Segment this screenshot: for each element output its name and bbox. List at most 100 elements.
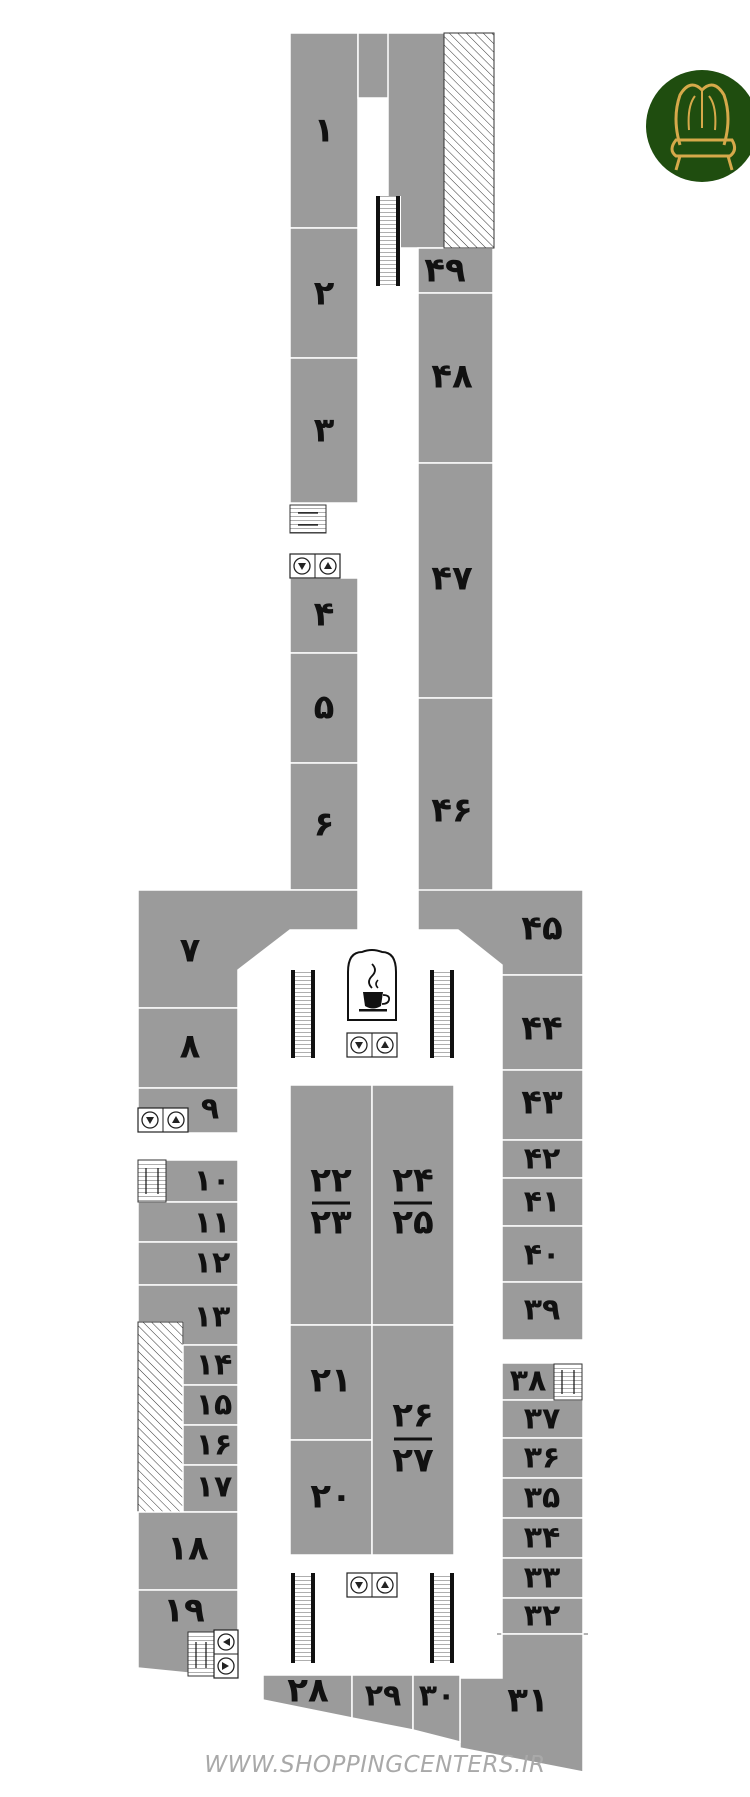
- shop-6[interactable]: ۶: [289, 762, 359, 891]
- shop-43[interactable]: ۴۳: [501, 1069, 584, 1141]
- svg-text:۴۶: ۴۶: [431, 791, 473, 831]
- escalator-bottom-left: [290, 1573, 316, 1663]
- shop-20[interactable]: ۲۰: [289, 1439, 373, 1556]
- svg-text:۵: ۵: [314, 688, 335, 728]
- svg-text:۱۸: ۱۸: [167, 1529, 209, 1569]
- svg-text:۳۷: ۳۷: [524, 1402, 561, 1437]
- stairs-icon-right: [553, 1363, 583, 1401]
- elevator-icon-top: [289, 553, 341, 579]
- shop-31[interactable]: [459, 1633, 584, 1773]
- svg-text:۴۱: ۴۱: [524, 1185, 561, 1220]
- svg-text:۱۹: ۱۹: [163, 1591, 205, 1631]
- svg-text:۱۳: ۱۳: [194, 1300, 231, 1335]
- svg-text:۴۷: ۴۷: [431, 559, 473, 599]
- shop-18[interactable]: ۱۸: [137, 1511, 239, 1591]
- void-hatched-top: [443, 32, 495, 249]
- shop-12[interactable]: ۱۲: [137, 1241, 239, 1286]
- shop-4[interactable]: ۴: [289, 577, 359, 654]
- shop-32[interactable]: ۳۲: [501, 1597, 584, 1635]
- shop-37[interactable]: ۳۷: [501, 1399, 584, 1439]
- svg-text:۹: ۹: [201, 1092, 219, 1127]
- shop-7[interactable]: [137, 889, 359, 1009]
- shop-3[interactable]: ۳: [289, 357, 359, 504]
- shop-21[interactable]: ۲۱: [289, 1324, 373, 1441]
- svg-text:۳۰: ۳۰: [419, 1679, 456, 1714]
- shop-39[interactable]: ۳۹: [501, 1281, 584, 1341]
- shop-1[interactable]: ۱: [289, 32, 359, 229]
- shop-45[interactable]: [417, 889, 584, 976]
- svg-text:۳۶: ۳۶: [524, 1441, 561, 1476]
- svg-text:۴۸: ۴۸: [431, 357, 473, 397]
- escalator-top: [375, 196, 401, 286]
- shop-42[interactable]: ۴۲: [501, 1139, 584, 1179]
- stairs-icon-left: [137, 1159, 167, 1203]
- svg-text:۶: ۶: [314, 805, 335, 845]
- shop-35[interactable]: ۳۵: [501, 1477, 584, 1519]
- escalator-mid-left: [290, 970, 316, 1058]
- svg-text:۳۵: ۳۵: [524, 1481, 561, 1516]
- shop-5[interactable]: ۵: [289, 652, 359, 764]
- shop-17[interactable]: ۱۷: [182, 1464, 239, 1513]
- svg-text:۲۴: ۲۴: [392, 1161, 434, 1201]
- svg-text:۱۶: ۱۶: [196, 1428, 233, 1463]
- shop-49[interactable]: ۴۹: [417, 247, 494, 294]
- stairs-icon-bottom-left: [187, 1631, 215, 1677]
- shop-33[interactable]: ۳۳: [501, 1557, 584, 1599]
- elevator-icon-center-top: [346, 1032, 398, 1058]
- shop-36[interactable]: ۳۶: [501, 1437, 584, 1479]
- shop-48[interactable]: ۴۸: [417, 292, 494, 464]
- escalator-bottom-right: [429, 1573, 455, 1663]
- shop-47[interactable]: ۴۷: [417, 462, 494, 699]
- shop-11[interactable]: ۱۱: [137, 1201, 239, 1243]
- shop-44[interactable]: ۴۴: [501, 974, 584, 1071]
- svg-text:۴۹: ۴۹: [424, 251, 466, 291]
- escalator-mid-right: [429, 970, 455, 1058]
- svg-text:۱۰: ۱۰: [194, 1164, 231, 1199]
- website-url[interactable]: WWW.SHOPPINGCENTERS.IR: [204, 1752, 546, 1778]
- shop-2[interactable]: ۲: [289, 227, 359, 359]
- shop-26-27[interactable]: ۲۶ ۲۷: [371, 1324, 455, 1556]
- svg-text:۱۴: ۱۴: [196, 1348, 233, 1383]
- svg-text:۲۶: ۲۶: [392, 1396, 434, 1436]
- svg-text:۸: ۸: [180, 1027, 201, 1067]
- svg-text:۳۱: ۳۱: [507, 1681, 549, 1721]
- shop-14[interactable]: ۱۴: [182, 1344, 239, 1386]
- svg-text:۳۸: ۳۸: [510, 1364, 547, 1399]
- svg-text:۱۱: ۱۱: [194, 1206, 231, 1241]
- shop-41[interactable]: ۴۱: [501, 1177, 584, 1227]
- svg-text:۴۵: ۴۵: [521, 909, 563, 949]
- shop-22-23[interactable]: ۲۲ ۲۳: [289, 1084, 373, 1326]
- shop-8[interactable]: ۸: [137, 1007, 239, 1089]
- svg-text:۲۵: ۲۵: [392, 1203, 434, 1243]
- svg-text:۴۰: ۴۰: [524, 1238, 561, 1273]
- svg-text:۲۲: ۲۲: [310, 1161, 352, 1201]
- svg-text:۲۰: ۲۰: [310, 1477, 352, 1517]
- svg-text:۲: ۲: [314, 274, 335, 314]
- svg-text:۳۳: ۳۳: [524, 1561, 561, 1596]
- svg-text:۴: ۴: [314, 595, 335, 635]
- svg-text:۴۲: ۴۲: [524, 1142, 561, 1177]
- svg-text:۴۳: ۴۳: [521, 1083, 563, 1123]
- cafe-coffee-cup-icon: [347, 949, 397, 1021]
- svg-text:۱۵: ۱۵: [196, 1388, 233, 1423]
- shop-30[interactable]: [412, 1674, 461, 1743]
- shop-24-25[interactable]: ۲۴ ۲۵: [371, 1084, 455, 1326]
- svg-text:۱۷: ۱۷: [196, 1470, 233, 1505]
- svg-text:۲۱: ۲۱: [310, 1361, 352, 1401]
- svg-text:۷: ۷: [180, 931, 201, 971]
- elevator-icon-center-bottom: [346, 1572, 398, 1598]
- void-hatched-left: [137, 1321, 184, 1513]
- shop-34[interactable]: ۳۴: [501, 1517, 584, 1559]
- svg-text:۲۸: ۲۸: [287, 1671, 329, 1711]
- svg-text:۲۷: ۲۷: [392, 1441, 434, 1481]
- armchair-logo-icon: [646, 70, 750, 182]
- svg-text:۲۹: ۲۹: [365, 1679, 402, 1714]
- svg-text:۲۳: ۲۳: [310, 1203, 352, 1243]
- elevator-icon-left: [137, 1107, 189, 1133]
- svg-text:۱: ۱: [314, 111, 335, 151]
- shop-15[interactable]: ۱۵: [182, 1384, 239, 1426]
- shop-16[interactable]: ۱۶: [182, 1424, 239, 1466]
- elevator-icon-bottom-left: [213, 1629, 239, 1679]
- svg-text:۳۹: ۳۹: [524, 1293, 561, 1328]
- shop-40[interactable]: ۴۰: [501, 1225, 584, 1283]
